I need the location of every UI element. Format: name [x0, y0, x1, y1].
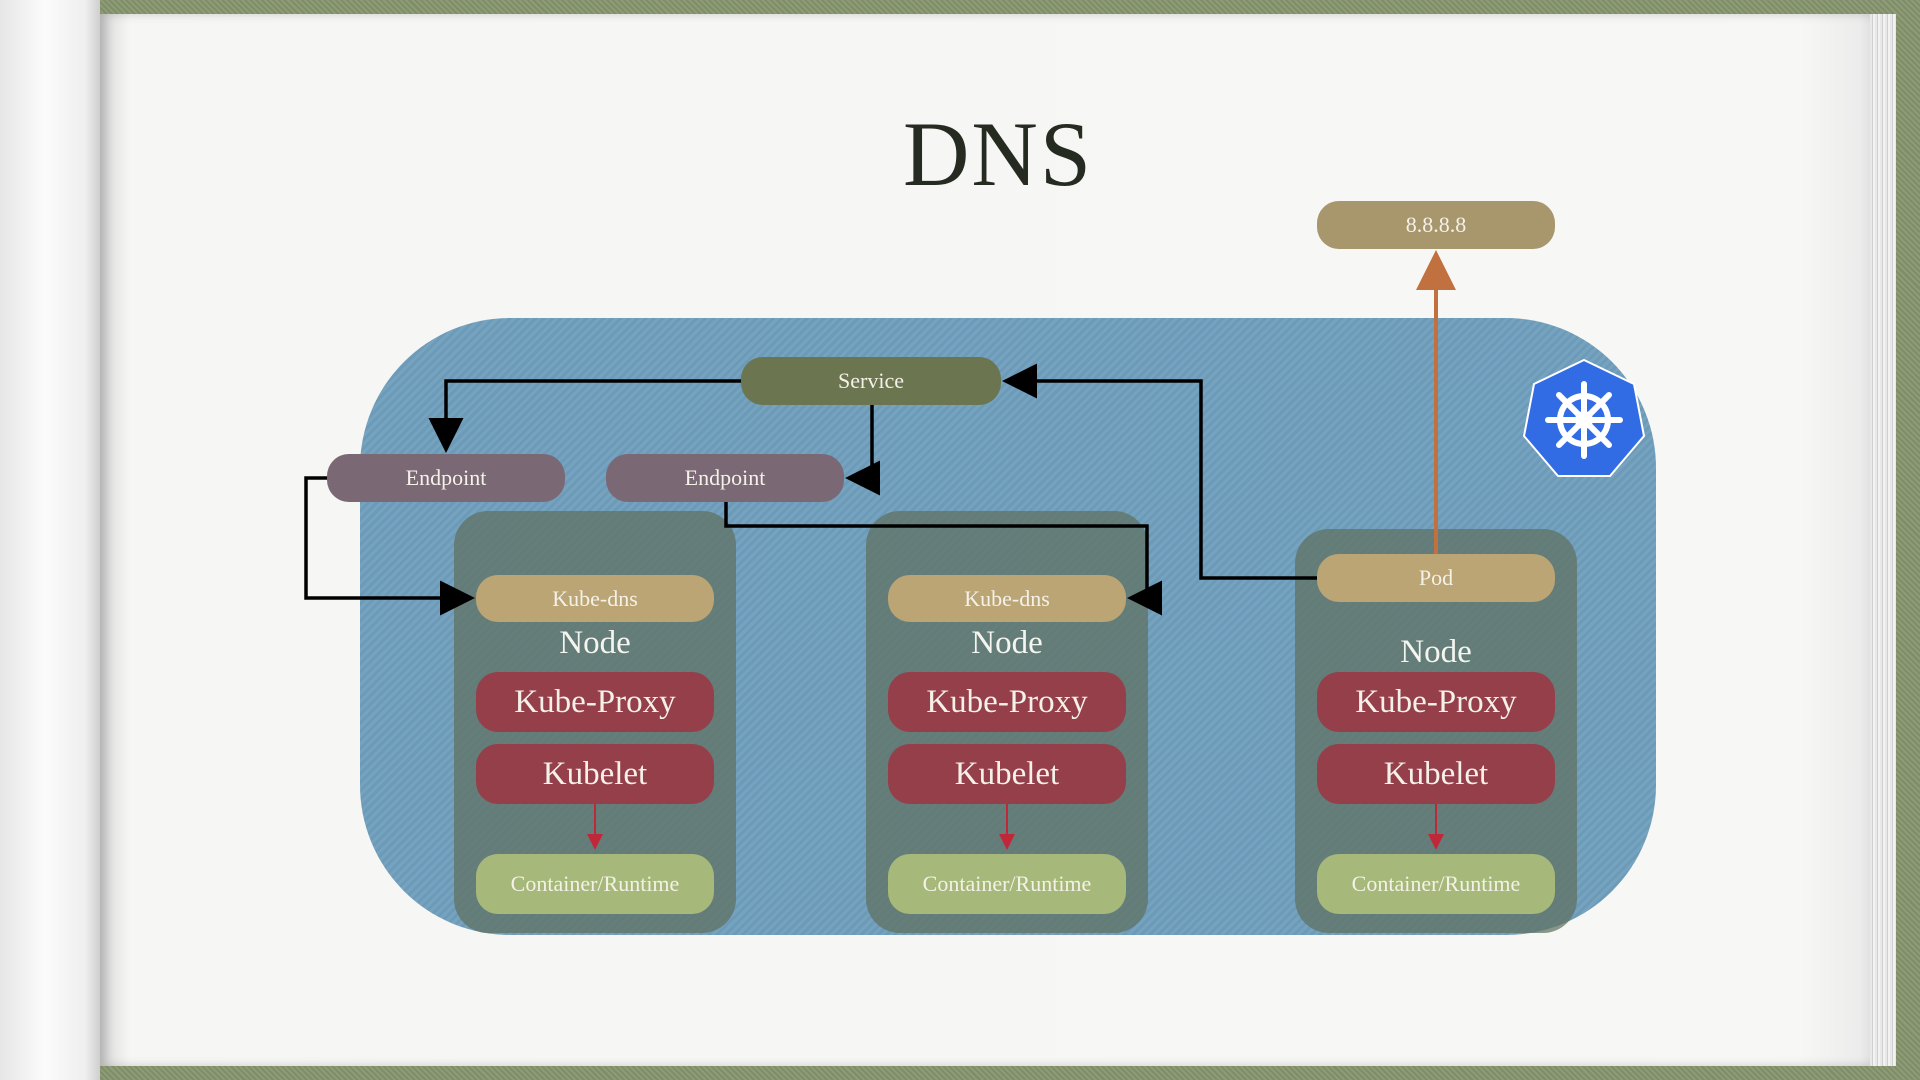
node-2-kubelet-label: Kubelet — [954, 755, 1060, 792]
arrow-service-to-endpoint-1 — [428, 379, 741, 453]
arrow-service-to-endpoint-2 — [845, 405, 880, 496]
node-2-kube-proxy: Kube-Proxy — [888, 672, 1126, 732]
arrow-endpoint-1-to-kube-dns-1 — [304, 476, 475, 616]
node-1-container-runtime: Container/Runtime — [476, 854, 714, 914]
endpoint-2-label: Endpoint — [684, 465, 766, 490]
node-1-kubelet-label: Kubelet — [542, 755, 648, 792]
node-3-kube-proxy: Kube-Proxy — [1317, 672, 1555, 732]
node-1-kube-proxy-label: Kube-Proxy — [514, 683, 676, 720]
endpoint-1-label: Endpoint — [405, 465, 487, 490]
node-2-container-runtime: Container/Runtime — [888, 854, 1126, 914]
node-3-kubelet-label: Kubelet — [1383, 755, 1489, 792]
node-2-kube-dns-label: Kube-dns — [964, 585, 1050, 611]
node-2-kube-dns: Kube-dns — [888, 575, 1126, 622]
page-stack-edges — [1870, 14, 1896, 1066]
node-2-kubelet: Kubelet — [888, 744, 1126, 804]
node-1-label: Node — [559, 625, 631, 661]
node-1-kube-dns-label: Kube-dns — [552, 585, 638, 611]
external-dns-box: 8.8.8.8 — [1317, 201, 1555, 249]
external-dns-label: 8.8.8.8 — [1405, 212, 1467, 237]
node-1-kube-dns: Kube-dns — [476, 575, 714, 622]
node-3-kube-proxy-label: Kube-Proxy — [1355, 683, 1517, 720]
pod-label: Pod — [1418, 565, 1454, 590]
node-3-container-runtime-label: Container/Runtime — [1351, 871, 1521, 896]
arrow-pod-to-service — [1002, 363, 1317, 580]
page-title: DNS — [902, 103, 1094, 205]
node-3-container-runtime: Container/Runtime — [1317, 854, 1555, 914]
service-label: Service — [838, 368, 904, 393]
node-2-kube-proxy-label: Kube-Proxy — [926, 683, 1088, 720]
node-3-label: Node — [1400, 634, 1472, 670]
node-1-kubelet: Kubelet — [476, 744, 714, 804]
node-1-kube-proxy: Kube-Proxy — [476, 672, 714, 732]
node-3-kubelet: Kubelet — [1317, 744, 1555, 804]
node-2-label: Node — [971, 625, 1043, 661]
pod-box: Pod — [1317, 554, 1555, 602]
left-page-curl — [0, 0, 100, 1080]
node-2-container-runtime-label: Container/Runtime — [922, 871, 1092, 896]
endpoint-2-box: Endpoint — [606, 454, 844, 502]
service-box: Service — [741, 357, 1001, 405]
arrow-endpoint-2-to-kube-dns-2 — [724, 502, 1162, 616]
endpoint-1-box: Endpoint — [327, 454, 565, 502]
kubernetes-logo-icon — [1522, 358, 1646, 477]
node-1-container-runtime-label: Container/Runtime — [510, 871, 680, 896]
